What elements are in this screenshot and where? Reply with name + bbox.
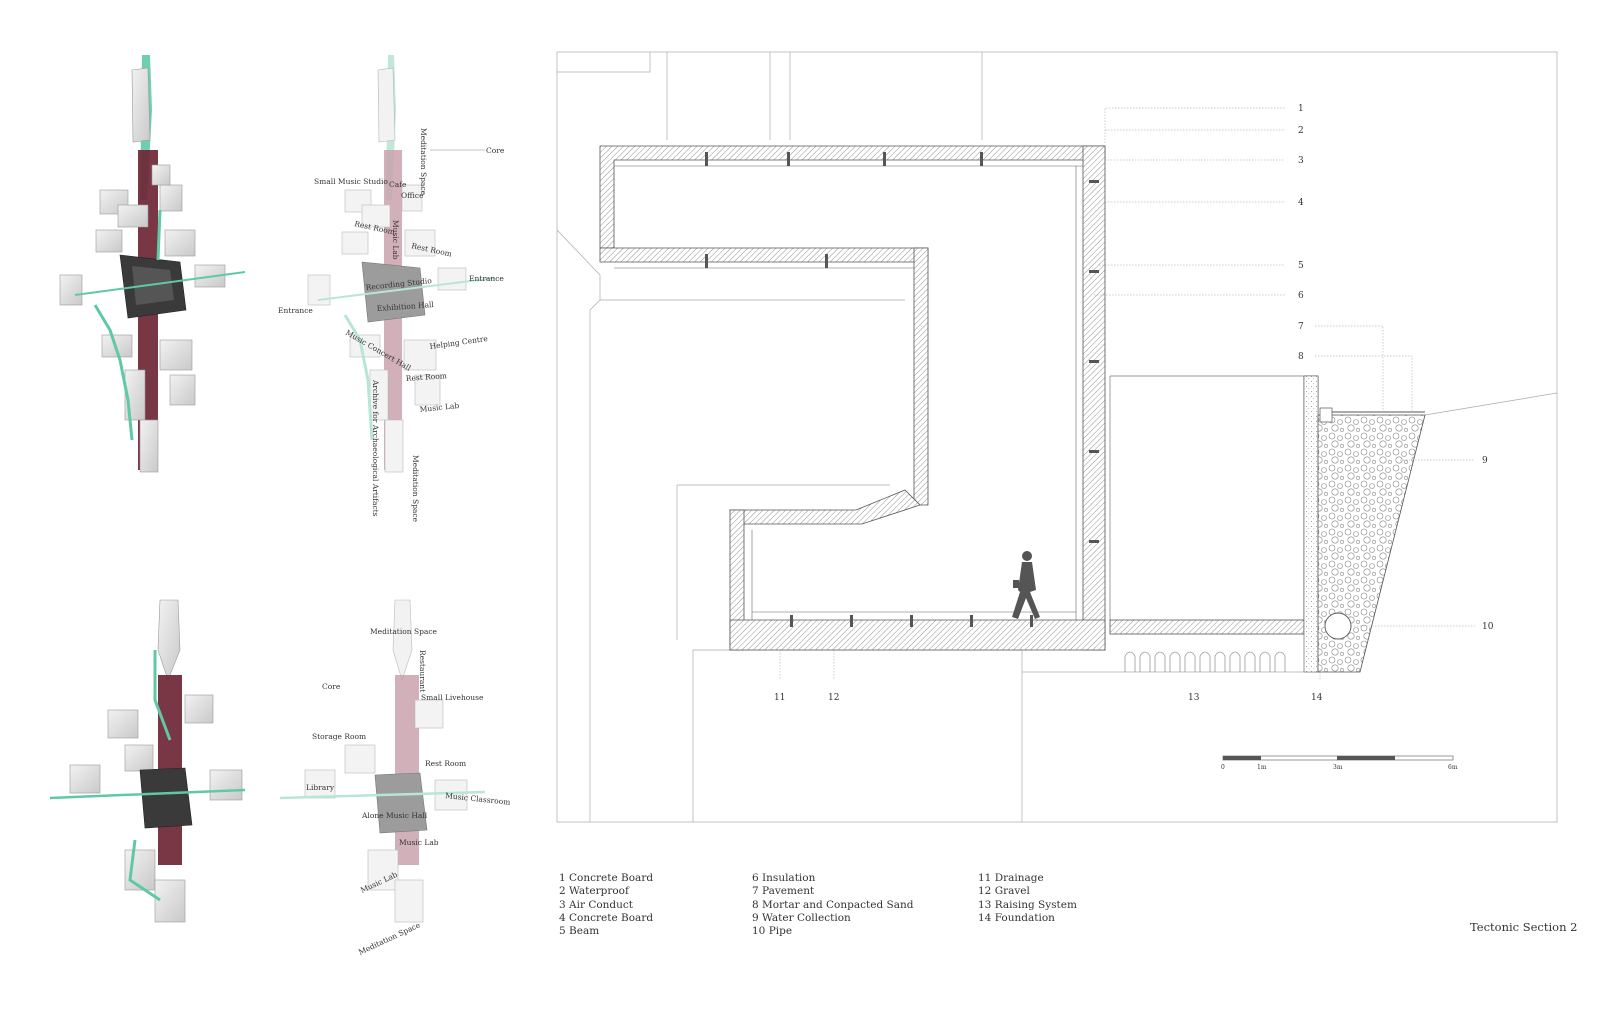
legend-item: 1 Concrete Board bbox=[559, 872, 654, 884]
callout-13: 13 bbox=[1188, 693, 1200, 703]
label-rest-room-3: Rest Room bbox=[406, 371, 448, 383]
callout-7: 7 bbox=[1298, 322, 1304, 332]
callout-2: 2 bbox=[1298, 126, 1304, 136]
callout-6: 6 bbox=[1298, 291, 1304, 301]
legend-item: 2 Waterproof bbox=[559, 885, 629, 898]
legend-item: 12 Gravel bbox=[978, 885, 1030, 898]
callout-10: 10 bbox=[1482, 622, 1494, 632]
legend-item: 6 Insulation bbox=[752, 872, 816, 884]
scale-label-3m: 3m bbox=[1333, 764, 1343, 771]
scale-label-1m: 1m bbox=[1257, 764, 1267, 771]
site-lines bbox=[556, 51, 1558, 823]
beam-markers bbox=[705, 152, 1099, 627]
callout-12: 12 bbox=[828, 693, 839, 703]
label-small-livehouse: Small Livehouse bbox=[421, 693, 484, 702]
scale-bar: 0 1m 3m 6m bbox=[1221, 755, 1458, 771]
label-meditation-space-bottom-b: Meditation Space bbox=[357, 920, 422, 957]
tectonic-section-drawing: 1 2 3 4 5 6 7 8 9 10 11 12 13 14 0 1m 3m… bbox=[556, 51, 1558, 823]
beams-and-ducts bbox=[614, 165, 1083, 620]
callout-1: 1 bbox=[1298, 104, 1304, 114]
axo-top-left bbox=[59, 55, 246, 473]
upper-floor-structure bbox=[599, 145, 1106, 651]
legend-item: 9 Water Collection bbox=[752, 911, 851, 924]
label-alone-music-hall: Alone Music Hall bbox=[361, 811, 428, 820]
label-restaurant: Restaurant bbox=[418, 650, 427, 692]
axo-bottom-left bbox=[49, 599, 246, 923]
callout-14: 14 bbox=[1311, 693, 1323, 703]
legend-item: 13 Raising System bbox=[978, 898, 1077, 911]
label-entrance-left: Entrance bbox=[278, 306, 313, 315]
legend-item: 5 Beam bbox=[559, 925, 600, 938]
person-silhouette bbox=[1012, 551, 1040, 619]
legend-item: 11 Drainage bbox=[978, 872, 1044, 884]
label-core: Core bbox=[486, 146, 505, 155]
label-cafe: Cafe bbox=[389, 180, 407, 189]
axonometric-diagrams: Core Meditation Space Small Music Studio… bbox=[49, 55, 511, 957]
label-meditation-space-top-b: Meditation Space bbox=[370, 627, 438, 636]
label-meditation-space-bottom: Meditation Space bbox=[411, 455, 420, 523]
callout-8: 8 bbox=[1298, 352, 1304, 362]
scale-label-6m: 6m bbox=[1448, 764, 1458, 771]
label-music-lab-1: Music Lab bbox=[391, 220, 400, 260]
legend-item: 7 Pavement bbox=[752, 885, 815, 898]
legend-column-1: 1 Concrete Board 2 Waterproof 3 Air Cond… bbox=[559, 872, 653, 938]
callout-4: 4 bbox=[1298, 198, 1304, 208]
callout-numbers: 1 2 3 4 5 6 7 8 9 10 11 12 13 14 bbox=[774, 104, 1494, 703]
legend-column-3: 11 Drainage 12 Gravel 13 Raising System … bbox=[978, 872, 1077, 925]
label-storage-room: Storage Room bbox=[312, 732, 366, 741]
legend-item: 8 Mortar and Conpacted Sand bbox=[752, 898, 914, 911]
label-meditation-space-top: Meditation Space bbox=[419, 128, 428, 196]
label-archive: Archive for Archaeological Artifacts bbox=[371, 379, 380, 517]
lower-structure bbox=[1109, 375, 1319, 673]
legend-item: 3 Air Conduct bbox=[559, 898, 634, 911]
sheet-title: Tectonic Section 2 bbox=[1470, 920, 1578, 934]
callout-3: 3 bbox=[1298, 156, 1304, 166]
scale-label-0: 0 bbox=[1221, 764, 1225, 771]
label-core-b: Core bbox=[322, 682, 341, 691]
legend-item: 4 Concrete Board bbox=[559, 911, 654, 924]
axo-top-right: Core Meditation Space Small Music Studio… bbox=[278, 55, 505, 523]
label-small-music-studio: Small Music Studio bbox=[314, 177, 388, 186]
legend-item: 14 Foundation bbox=[978, 911, 1055, 924]
label-entrance-right: Entrance bbox=[469, 274, 504, 283]
label-music-lab-1-b: Music Lab bbox=[399, 838, 439, 847]
label-library: Library bbox=[306, 783, 335, 792]
label-exhibition-hall: Exhibition Hall bbox=[377, 300, 435, 313]
callout-9: 9 bbox=[1482, 456, 1488, 466]
axo-bottom-right: Meditation Space Restaurant Core Small L… bbox=[279, 599, 511, 957]
gravel-and-drainage bbox=[1317, 407, 1426, 673]
label-helping-centre: Helping Centre bbox=[429, 334, 489, 351]
callout-5: 5 bbox=[1298, 261, 1304, 271]
legend-column-2: 6 Insulation 7 Pavement 8 Mortar and Con… bbox=[752, 872, 913, 938]
label-office: Office bbox=[401, 191, 424, 200]
legend-item: 10 Pipe bbox=[752, 925, 793, 938]
label-music-lab-2: Music Lab bbox=[419, 401, 460, 414]
callout-11: 11 bbox=[774, 693, 785, 703]
label-rest-room-b: Rest Room bbox=[425, 759, 466, 768]
leader-lines bbox=[779, 107, 1475, 680]
